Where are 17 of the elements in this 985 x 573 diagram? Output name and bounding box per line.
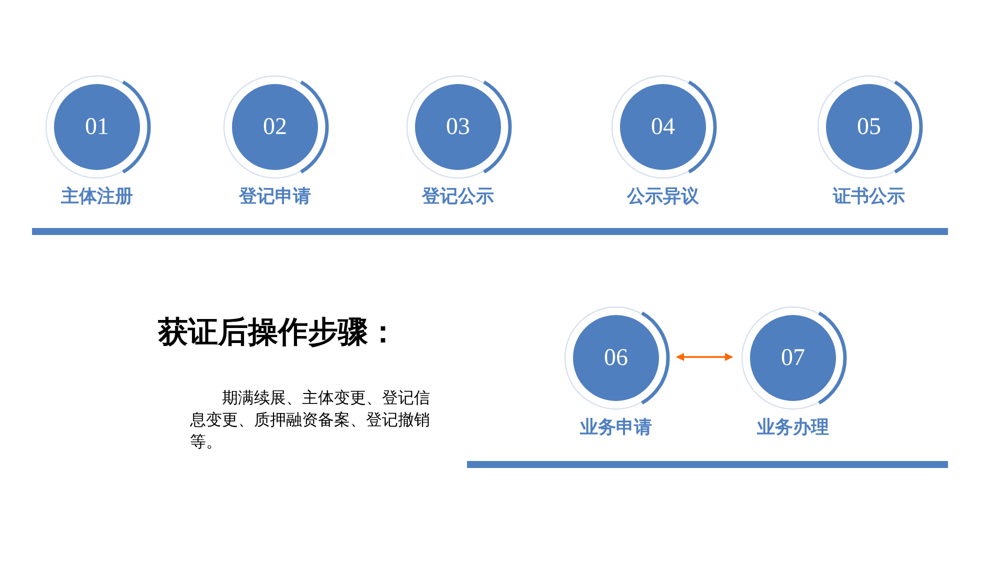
step-label: 业务申请 xyxy=(579,416,653,439)
step-label: 主体注册 xyxy=(60,185,134,208)
number-badge: 07 xyxy=(750,315,836,401)
number-badge: 03 xyxy=(415,84,501,170)
description-text: 期满续展、主体变更、登记信息变更、质押融资备案、登记撤销等。 xyxy=(190,388,431,453)
double-arrow xyxy=(676,353,733,361)
step-label: 证书公示 xyxy=(832,185,906,208)
number-badge: 02 xyxy=(232,84,318,170)
number-badge: 06 xyxy=(573,315,659,401)
number-badge: 01 xyxy=(54,84,140,170)
number-badge: 04 xyxy=(620,84,706,170)
step-label: 登记公示 xyxy=(420,185,495,208)
step-label: 业务办理 xyxy=(756,416,830,439)
section-heading: 获证后操作步骤： xyxy=(158,315,398,351)
step-label: 登记申请 xyxy=(238,185,312,208)
number-badge: 05 xyxy=(826,84,912,170)
step-label: 公示异议 xyxy=(626,185,700,208)
